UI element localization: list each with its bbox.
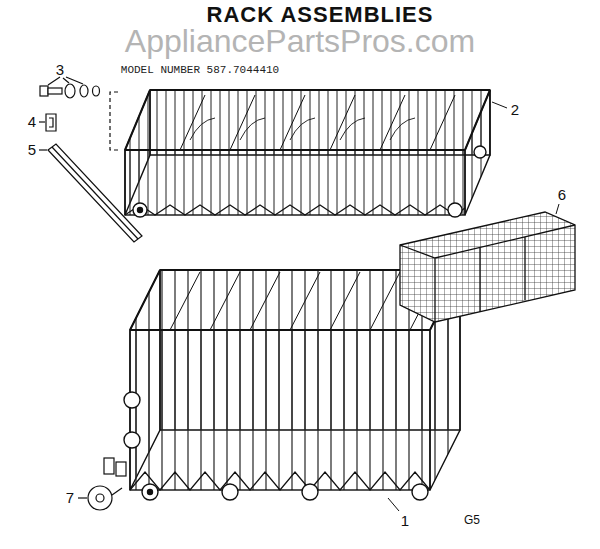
callout-number: 3 bbox=[56, 62, 64, 79]
model-number: MODEL NUMBER 587.7044410 bbox=[121, 64, 279, 76]
callout-number: 7 bbox=[66, 490, 74, 507]
upper-rack bbox=[125, 90, 490, 217]
callout-number: 5 bbox=[28, 142, 36, 159]
silverware-basket bbox=[400, 212, 575, 322]
rack-rail bbox=[39, 92, 142, 242]
watermark: AppliancePartsPros.com bbox=[125, 24, 475, 59]
callout-number: 6 bbox=[558, 187, 566, 204]
callout-number: 4 bbox=[28, 114, 36, 131]
wheel-assembly bbox=[78, 458, 126, 510]
rail-clip bbox=[39, 114, 56, 131]
figure-code: G5 bbox=[464, 514, 480, 527]
callout-number: 1 bbox=[401, 513, 409, 530]
leader-lines bbox=[388, 102, 559, 511]
callout-number: 2 bbox=[511, 102, 519, 119]
bolt-and-washers bbox=[40, 77, 100, 98]
